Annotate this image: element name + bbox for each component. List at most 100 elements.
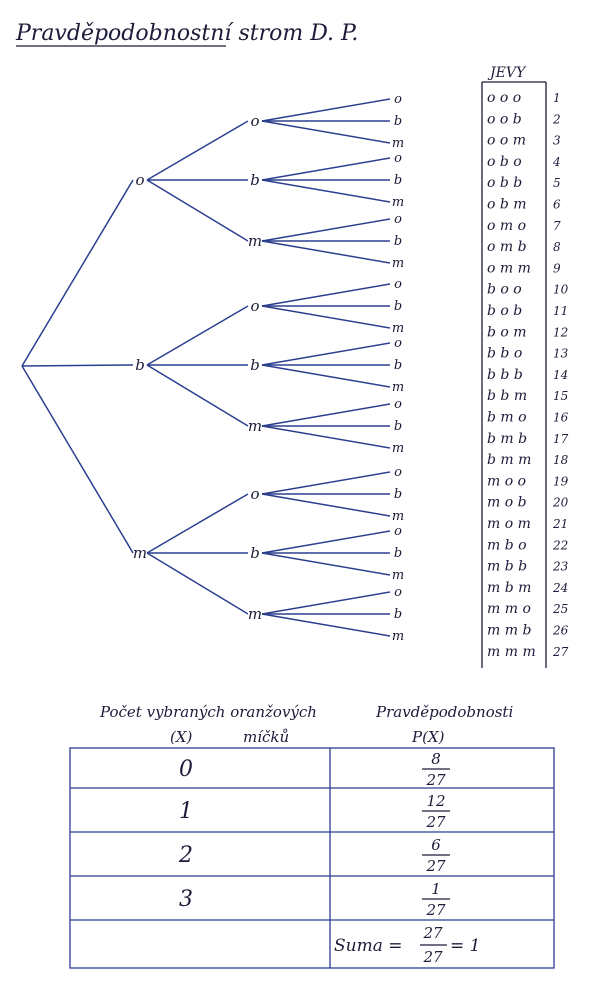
tree-branch <box>261 364 391 388</box>
tree-leaf: b <box>394 607 402 622</box>
event-outcome: o b m <box>487 197 527 213</box>
event-number: 10 <box>553 283 569 297</box>
tree-node-level1: m <box>133 544 147 562</box>
event-outcome: o m o <box>487 218 526 234</box>
tree-leaf: b <box>394 114 402 129</box>
tree-node-level1: o <box>135 171 144 189</box>
tree-node-level2: b <box>250 356 260 374</box>
tree-leaf: m <box>392 380 404 395</box>
event-outcome: b b o <box>487 346 522 362</box>
tree-branch <box>146 493 249 554</box>
tree-leaf: o <box>394 277 402 292</box>
event-number: 11 <box>553 304 568 318</box>
probability-numerator: 6 <box>431 836 441 854</box>
tree-branch <box>261 493 391 517</box>
tree-branch <box>261 425 391 449</box>
probability-denominator: 27 <box>425 857 446 875</box>
tree-node-level2: o <box>250 112 259 130</box>
tree-branch <box>261 305 391 329</box>
tree-leaf: b <box>394 419 402 434</box>
event-outcome: m b m <box>487 580 531 596</box>
event-outcome: o o b <box>487 111 522 127</box>
tree-node-level2: m <box>248 605 262 623</box>
event-outcome: o m b <box>487 239 527 255</box>
event-number: 21 <box>552 517 568 531</box>
tree-leaf: o <box>394 465 402 480</box>
tree-leaf: m <box>392 195 404 210</box>
tree-leaf: m <box>392 256 404 271</box>
event-outcome: b m m <box>487 452 531 468</box>
col2-header-line1: Pravděpodobnosti <box>375 703 513 721</box>
event-number: 20 <box>552 496 569 510</box>
tree-branch <box>261 530 391 554</box>
tree-leaf: b <box>394 546 402 561</box>
tree-branch <box>21 364 134 367</box>
tree-leaf: b <box>394 234 402 249</box>
tree-branch <box>261 157 391 181</box>
tree-leaf: o <box>394 397 402 412</box>
tree-node-level1: b <box>135 356 145 374</box>
event-number: 7 <box>553 219 561 233</box>
tree-branch <box>261 342 391 366</box>
col2-header-line2: P(X) <box>411 728 445 746</box>
tree-leaf: m <box>392 136 404 151</box>
tree-leaf: m <box>392 568 404 583</box>
tree-node-level2: o <box>250 485 259 503</box>
tree-leaf: b <box>394 173 402 188</box>
event-outcome: b o b <box>487 303 522 319</box>
event-number: 6 <box>553 198 561 212</box>
x-value: 2 <box>178 843 193 868</box>
probability-denominator: 27 <box>425 771 446 789</box>
sum-label: Suma = <box>334 936 403 956</box>
tree-leaf: o <box>394 92 402 107</box>
event-outcome: o m m <box>487 260 531 276</box>
tree-branch <box>261 98 391 122</box>
event-outcome: b m o <box>487 410 527 426</box>
probability-numerator: 1 <box>431 880 441 898</box>
event-number: 17 <box>553 432 569 446</box>
tree-branch <box>261 471 391 495</box>
tree-branch <box>261 403 391 427</box>
tree-node-level2: b <box>250 171 260 189</box>
x-value: 1 <box>179 799 193 824</box>
event-outcome: b o o <box>487 282 522 298</box>
tree-leaf: m <box>392 441 404 456</box>
table-frame <box>69 747 555 969</box>
event-outcome: m b b <box>487 559 527 575</box>
event-number: 25 <box>552 602 568 616</box>
tree-node-level2: o <box>250 297 259 315</box>
tree-branch <box>146 179 249 242</box>
event-number: 22 <box>552 538 568 552</box>
tree-leaf: b <box>394 299 402 314</box>
sum-numerator: 27 <box>422 924 443 942</box>
event-outcome: b b m <box>487 388 527 404</box>
tree-leaf: b <box>394 358 402 373</box>
event-number: 4 <box>552 155 561 169</box>
tree-branch <box>146 364 249 427</box>
event-number: 3 <box>553 134 561 148</box>
page-title: Pravděpodobnostní strom D. P. <box>15 21 358 46</box>
col1-header-line2: (X) <box>170 728 193 746</box>
event-outcome: o o o <box>487 90 521 106</box>
tree-branch <box>261 552 391 576</box>
tree-branch <box>261 591 391 615</box>
tree-leaf: o <box>394 524 402 539</box>
probability-denominator: 27 <box>425 901 446 919</box>
tree-leaf: o <box>394 336 402 351</box>
event-number: 14 <box>553 368 568 382</box>
tree-branch <box>146 120 249 181</box>
event-outcome: m o o <box>487 473 526 489</box>
event-outcome: o b o <box>487 154 522 170</box>
event-outcome: m m o <box>487 601 531 617</box>
x-value: 3 <box>179 887 193 912</box>
event-number: 2 <box>552 112 561 126</box>
event-number: 16 <box>553 411 569 425</box>
table-sum-row: Suma = 27 27 = 1 <box>334 924 480 966</box>
tree-node-level2: m <box>248 417 262 435</box>
event-number: 13 <box>553 347 569 361</box>
tree-branch <box>21 365 134 554</box>
